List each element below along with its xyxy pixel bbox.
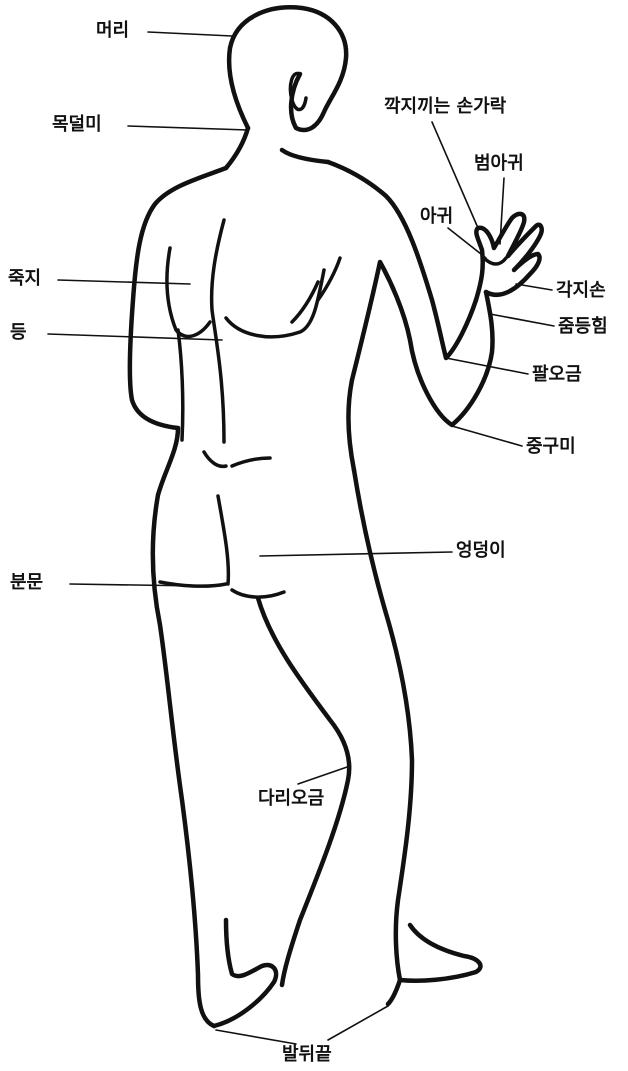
- right-heel-outline: [388, 980, 400, 1004]
- leader-jukji: [58, 280, 190, 284]
- leader-mokdeolmi: [128, 126, 248, 130]
- label-beomagwi: 범아귀: [474, 155, 524, 173]
- head-outline: [229, 7, 346, 130]
- right-shoulder-blade: [226, 270, 324, 337]
- lower-back-right-dimple: [232, 458, 270, 466]
- label-gakjison: 각지손: [556, 282, 606, 300]
- lower-back-left-dimple: [204, 452, 226, 466]
- left-shoulder-blade: [167, 248, 210, 336]
- label-kkakjikkineun-songarak: 깍지끼는 손가락: [384, 98, 506, 116]
- buttocks-fold-right: [232, 590, 284, 597]
- left-flank-line: [178, 330, 183, 440]
- neck-front-outline: [282, 150, 328, 162]
- label-meori: 머리: [96, 22, 129, 40]
- label-deung: 등: [10, 324, 27, 342]
- label-agwi: 아귀: [420, 208, 453, 226]
- label-mokdeolmi: 목덜미: [52, 116, 102, 134]
- leader-jumdeungheum: [490, 314, 554, 326]
- label-bunmun: 분문: [10, 574, 43, 592]
- leader-eongdeongi: [260, 552, 452, 556]
- neck-outline: [226, 128, 248, 168]
- leader-baldwikkeut-left: [216, 1030, 296, 1044]
- left-foot-outline: [214, 920, 276, 1026]
- right-body-outline: [328, 162, 476, 358]
- label-jukji: 죽지: [8, 270, 41, 288]
- label-eongdeongi: 엉덩이: [456, 542, 506, 560]
- leader-jungumi: [452, 426, 522, 446]
- leader-darilogeum: [298, 766, 350, 784]
- leader-gakjison: [516, 284, 552, 290]
- label-jungumi: 중구미: [526, 438, 576, 456]
- buttocks-cleft: [218, 496, 228, 584]
- right-arm-underside-outline: [348, 262, 492, 470]
- thumb-crease: [484, 258, 506, 264]
- label-palogeum: 팔오금: [532, 366, 582, 384]
- label-darilogeum: 다리오금: [258, 790, 324, 808]
- spine-line: [212, 220, 224, 442]
- label-jumdeungheum: 줌등힘: [558, 318, 608, 336]
- leader-baldwikkeut-right: [328, 1006, 388, 1040]
- label-baldwikkeut: 발뒤끝: [282, 1046, 332, 1064]
- leader-meori: [148, 32, 232, 36]
